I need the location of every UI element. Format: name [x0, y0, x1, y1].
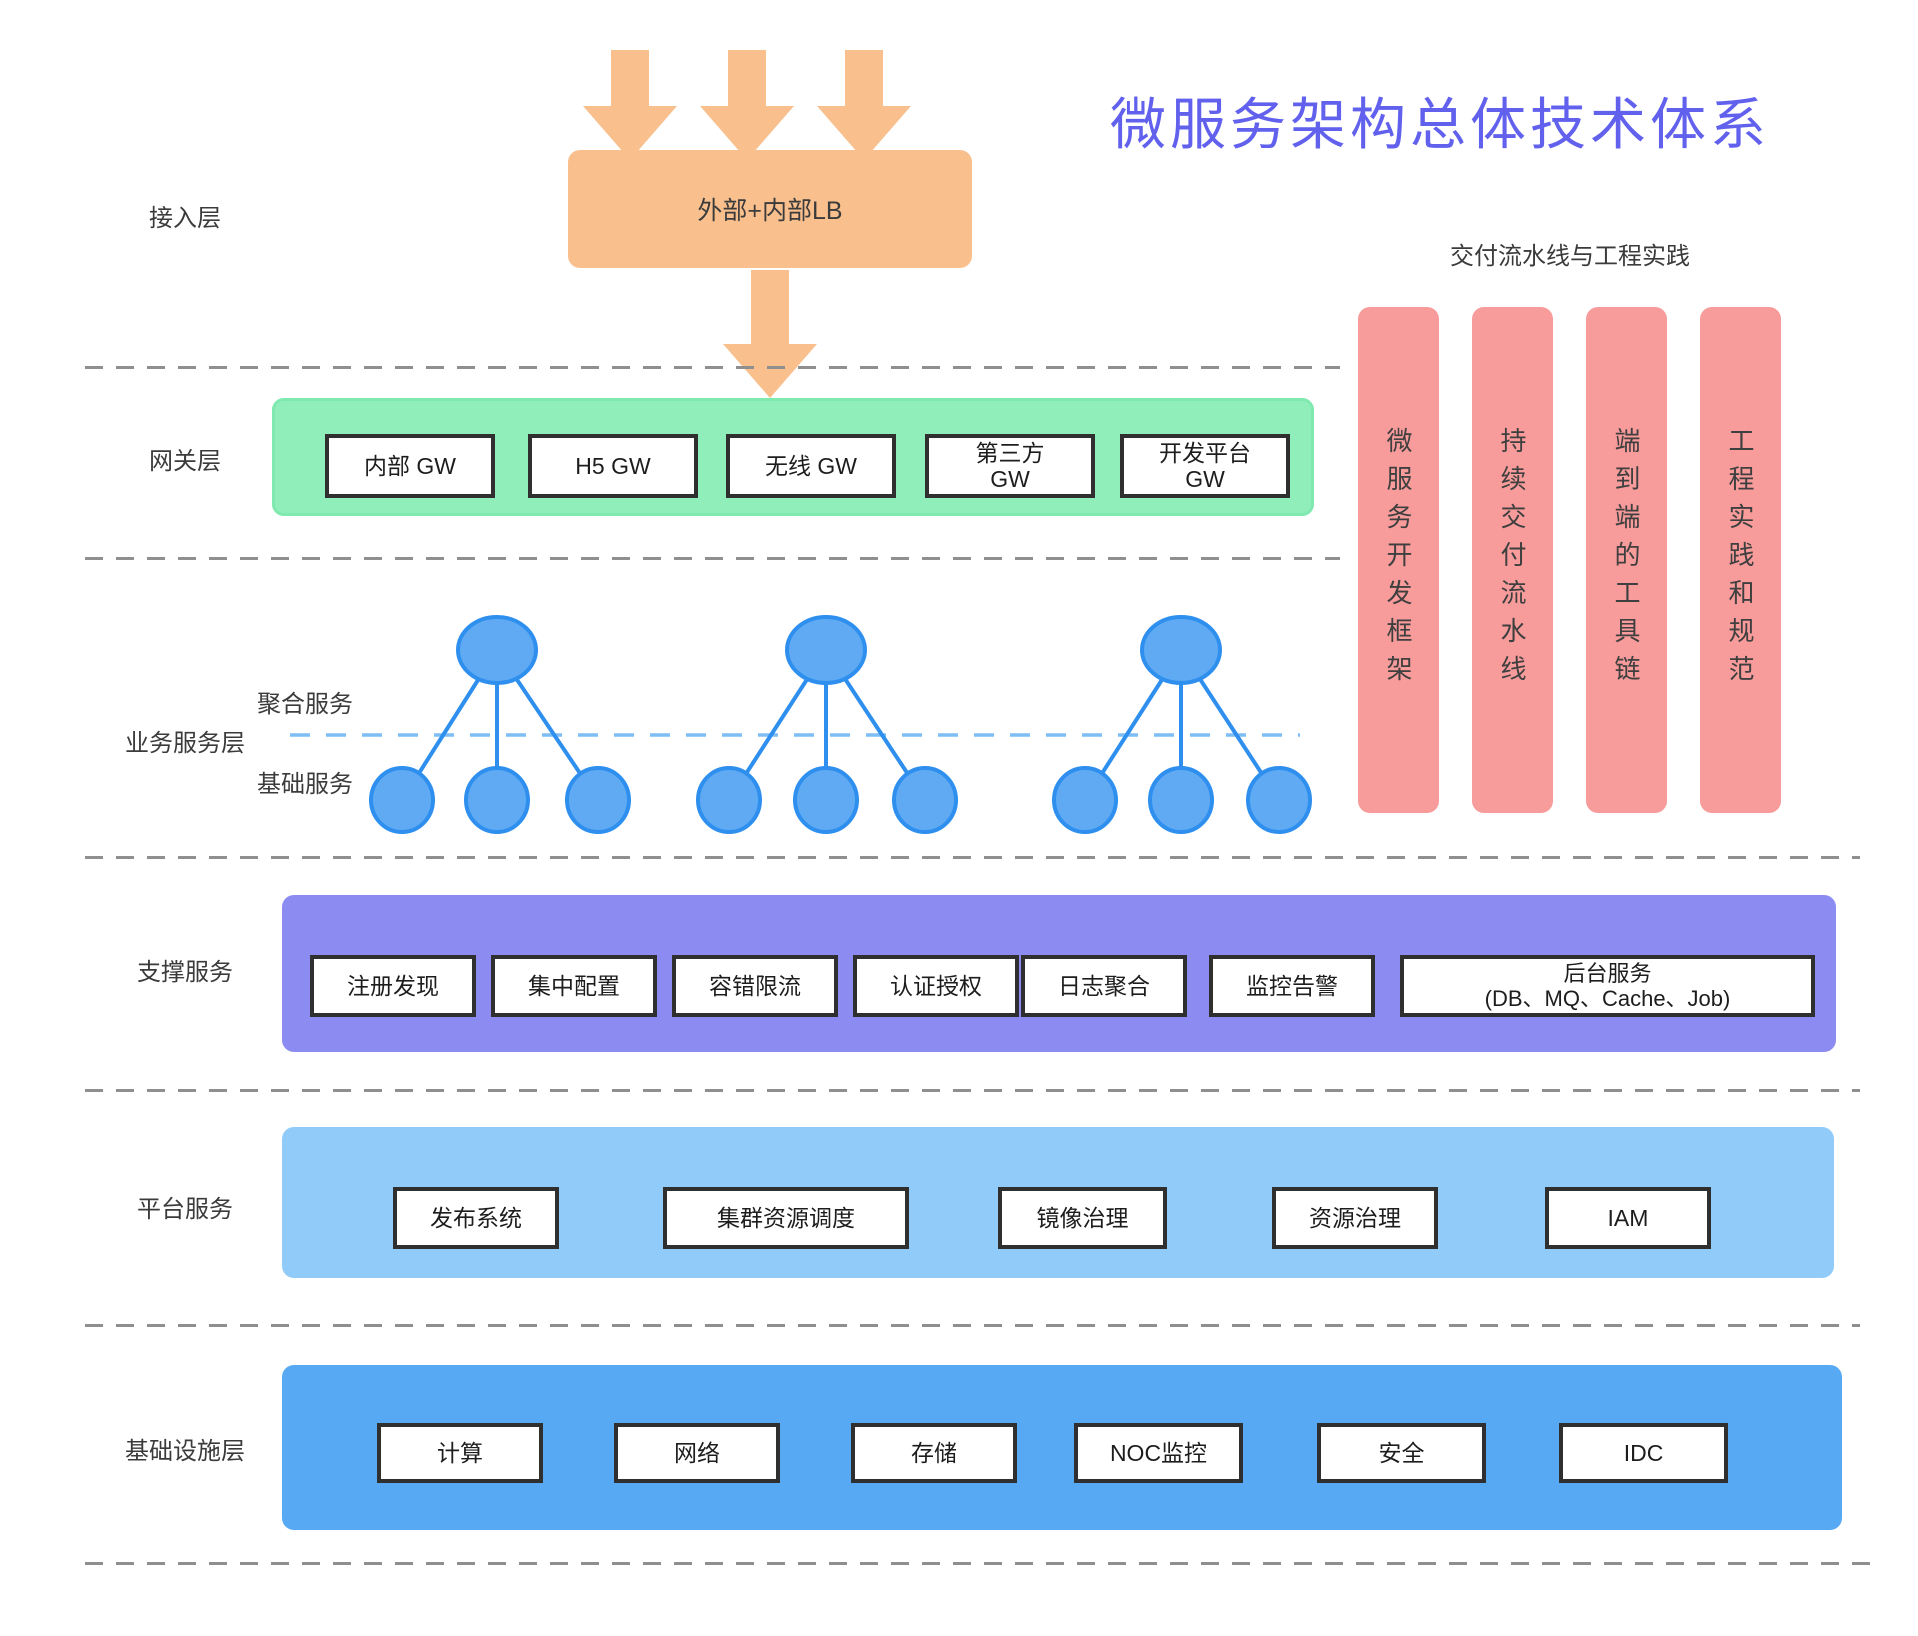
arrow-shaft [728, 50, 766, 108]
page-title: 微服务架构总体技术体系 [1110, 93, 1770, 156]
basic-service-node [1246, 766, 1312, 834]
support-layer-label: 支撑服务 [137, 959, 233, 986]
infra-box-storage: 存储 [851, 1423, 1017, 1483]
layer-divider [85, 1089, 1860, 1092]
aggregate-service-label: 聚合服务 [257, 691, 353, 718]
business-layer-label: 业务服务层 [125, 730, 245, 757]
gateway-box-thirdparty: 第三方 GW [925, 434, 1095, 498]
inbound-arrow-icon [700, 50, 794, 160]
layer-divider [85, 557, 1340, 560]
infra-box-idc: IDC [1559, 1423, 1728, 1483]
platform-box-release: 发布系统 [393, 1187, 559, 1249]
platform-box-cluster: 集群资源调度 [663, 1187, 909, 1249]
service-tree [696, 615, 958, 834]
arrow-head [723, 344, 817, 398]
layer-divider [85, 1562, 1875, 1565]
platform-box-resource: 资源治理 [1272, 1187, 1438, 1249]
arrow-shaft [845, 50, 883, 108]
lb-to-gateway-arrow-icon [723, 270, 817, 398]
aggregate-service-node [456, 615, 538, 685]
basic-service-node [369, 766, 435, 834]
basic-service-node [565, 766, 631, 834]
platform-box-image: 镜像治理 [998, 1187, 1167, 1249]
basic-service-label: 基础服务 [257, 771, 353, 798]
basic-service-node [793, 766, 859, 834]
support-box-auth: 认证授权 [853, 955, 1019, 1017]
support-box-backend: 后台服务 (DB、MQ、Cache、Job) [1400, 955, 1815, 1017]
inbound-arrow-icon [817, 50, 911, 160]
platform-layer-label: 平台服务 [137, 1196, 233, 1223]
pipeline-bar-practice: 工程实践和规范 [1700, 307, 1781, 813]
pipeline-bar-text: 微服务开发框架 [1383, 427, 1413, 693]
pipeline-section-label: 交付流水线与工程实践 [1450, 243, 1690, 270]
service-tree [1052, 615, 1312, 834]
infra-box-network: 网络 [614, 1423, 780, 1483]
arrow-shaft [751, 270, 789, 346]
basic-service-node [464, 766, 530, 834]
gateway-box-devplatform: 开发平台 GW [1120, 434, 1290, 498]
pipeline-bar-text: 端到端的工具链 [1611, 427, 1641, 693]
support-box-faulttolerance: 容错限流 [672, 955, 838, 1017]
support-box-logging: 日志聚合 [1021, 955, 1187, 1017]
platform-box-iam: IAM [1545, 1187, 1711, 1249]
pipeline-bar-cd: 持续交付流水线 [1472, 307, 1553, 813]
infrastructure-layer-label: 基础设施层 [125, 1438, 245, 1465]
layer-divider [85, 856, 1860, 859]
inbound-arrow-icon [583, 50, 677, 160]
infra-box-compute: 计算 [377, 1423, 543, 1483]
pipeline-bar-text: 工程实践和规范 [1725, 427, 1755, 693]
infra-box-noc: NOC监控 [1074, 1423, 1243, 1483]
arrow-shaft [611, 50, 649, 108]
layer-divider [85, 366, 1340, 369]
basic-service-node [1052, 766, 1118, 834]
support-box-config: 集中配置 [491, 955, 657, 1017]
gateway-box-internal: 内部 GW [325, 434, 495, 498]
gateway-box-wireless: 无线 GW [726, 434, 896, 498]
gateway-layer-label: 网关层 [149, 448, 221, 475]
pipeline-bar-framework: 微服务开发框架 [1358, 307, 1439, 813]
load-balancer-box: 外部+内部LB [568, 150, 972, 268]
basic-service-node [892, 766, 958, 834]
access-layer-label: 接入层 [149, 205, 221, 232]
infra-box-security: 安全 [1317, 1423, 1486, 1483]
aggregate-service-node [785, 615, 867, 685]
service-tree [369, 615, 631, 834]
pipeline-bar-toolchain: 端到端的工具链 [1586, 307, 1667, 813]
layer-divider [85, 1324, 1860, 1327]
gateway-box-h5: H5 GW [528, 434, 698, 498]
support-box-monitoring: 监控告警 [1209, 955, 1375, 1017]
basic-service-node [696, 766, 762, 834]
aggregate-service-node [1140, 615, 1222, 685]
pipeline-bar-text: 持续交付流水线 [1497, 427, 1527, 693]
basic-service-node [1148, 766, 1214, 834]
support-box-registry: 注册发现 [310, 955, 476, 1017]
